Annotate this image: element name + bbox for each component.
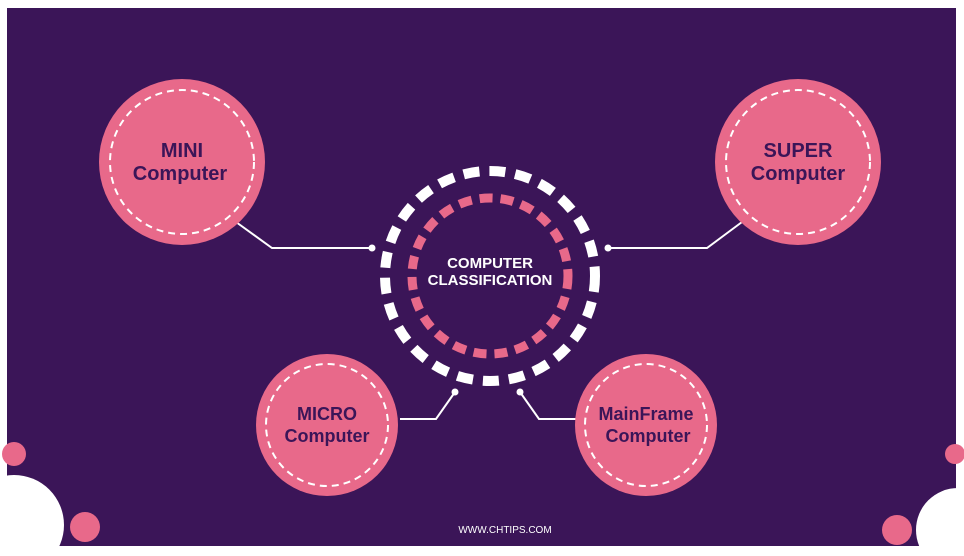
decor-circle-left bbox=[2, 442, 26, 466]
decor-white-blob-left bbox=[0, 475, 64, 556]
connector-dot-mainframe bbox=[516, 388, 524, 396]
node-super-dashed-ring bbox=[725, 89, 871, 235]
node-micro: MICRO Computer bbox=[256, 354, 398, 496]
connector-dot-micro bbox=[451, 388, 459, 396]
decor-circle-right bbox=[945, 444, 964, 464]
decor-dot-left bbox=[70, 512, 100, 542]
decor-white-blob-right bbox=[916, 488, 964, 556]
connector-dot-mini bbox=[368, 244, 376, 252]
node-super: SUPER Computer bbox=[715, 79, 881, 245]
decor-dot-right bbox=[882, 515, 912, 545]
node-mini-line2: Computer bbox=[133, 163, 228, 185]
center-inner-dashed-ring bbox=[407, 193, 573, 359]
connector-mainframe bbox=[519, 391, 578, 420]
node-super-line2: Computer bbox=[751, 163, 846, 185]
center-title-line2: CLASSIFICATION bbox=[428, 272, 553, 289]
node-mainframe-line2: Computer bbox=[606, 426, 691, 446]
connector-micro bbox=[400, 391, 456, 420]
connector-dot-super bbox=[604, 244, 612, 252]
connectors bbox=[235, 221, 743, 420]
node-super-circle bbox=[715, 79, 881, 245]
center-outer-dashed-ring bbox=[380, 166, 600, 386]
node-micro-circle bbox=[256, 354, 398, 496]
node-mainframe-line1: MainFrame bbox=[598, 404, 693, 424]
footer-website: WWW.CHTIPS.COM bbox=[458, 525, 551, 536]
node-mini: MINI Computer bbox=[99, 79, 265, 245]
node-mini-circle bbox=[99, 79, 265, 245]
node-mainframe: MainFrame Computer bbox=[575, 354, 717, 496]
node-mini-dashed-ring bbox=[109, 89, 255, 235]
node-mainframe-circle bbox=[575, 354, 717, 496]
node-mainframe-dashed-ring bbox=[584, 363, 708, 487]
connector-mini bbox=[235, 221, 372, 249]
node-mini-line1: MINI bbox=[161, 140, 203, 162]
node-super-line1: SUPER bbox=[764, 140, 833, 162]
node-micro-line2: Computer bbox=[285, 426, 370, 446]
node-micro-dashed-ring bbox=[265, 363, 389, 487]
connector-super bbox=[608, 221, 743, 249]
center-title-line1: COMPUTER bbox=[447, 255, 533, 272]
node-micro-line1: MICRO bbox=[297, 404, 357, 424]
center-hub: COMPUTER CLASSIFICATION bbox=[380, 166, 600, 386]
